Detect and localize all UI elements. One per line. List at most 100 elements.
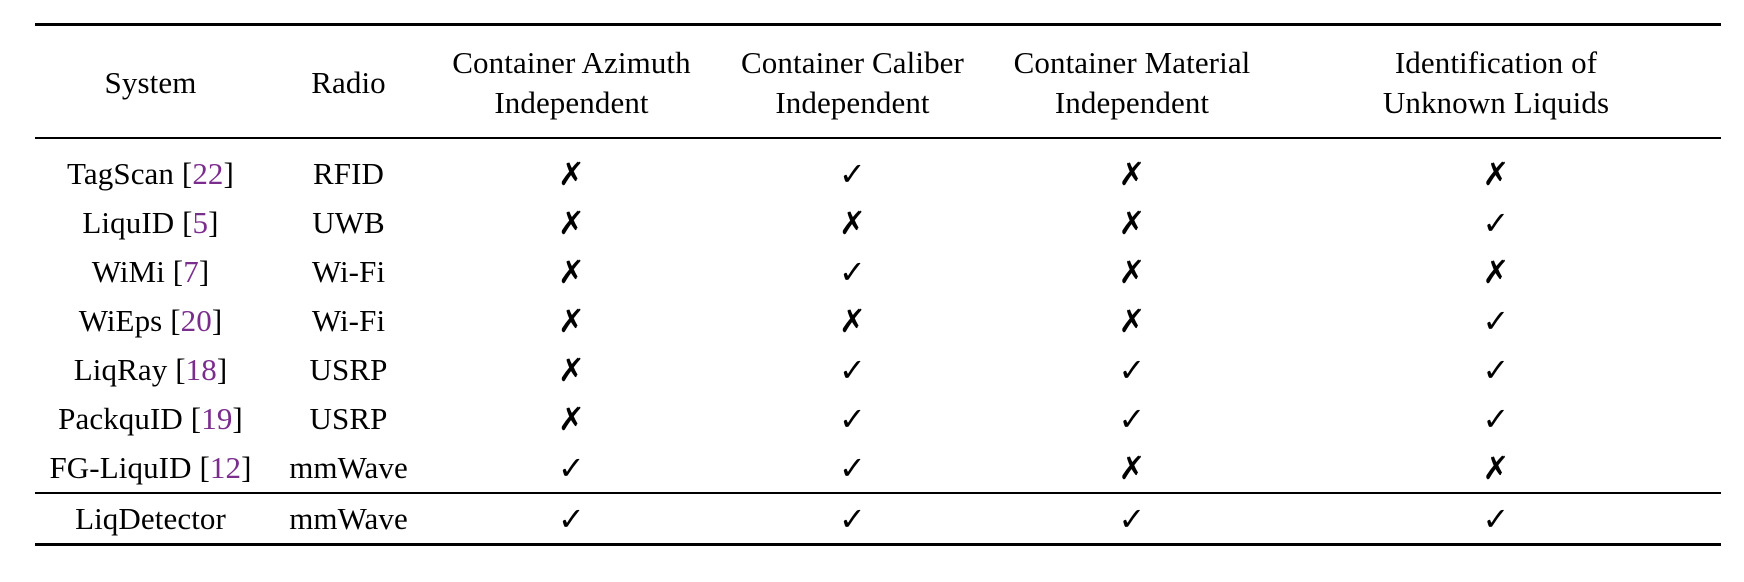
check-icon: ✓ <box>839 155 866 194</box>
citation-number: 18 <box>185 351 217 387</box>
check-icon: ✓ <box>839 253 866 292</box>
check-icon: ✓ <box>839 351 866 390</box>
cell-radio: Wi-Fi <box>311 253 386 289</box>
system-comparison-table: System Radio Container Azimuth Independe… <box>35 22 1721 546</box>
cell-unknown: ✓ <box>1271 296 1721 345</box>
table-row: WiEps [20] Wi-Fi ✗ ✗ ✗ ✓ <box>35 296 1721 345</box>
citation-link[interactable]: [22] <box>181 155 234 191</box>
cross-icon: ✗ <box>1118 302 1146 341</box>
cell-system: FG-LiquID [12] <box>35 443 266 493</box>
table-body: TagScan [22]RFID✗✓✗✗LiquID [5]UWB✗✗✗✓WiM… <box>35 136 1721 546</box>
system-name: WiEps <box>78 302 163 338</box>
citation-number: 7 <box>183 253 199 289</box>
check-icon: ✓ <box>839 449 866 488</box>
cell-radio: Wi-Fi <box>311 302 386 338</box>
cell-material: ✗ <box>993 198 1271 247</box>
cell-azimuth: ✗ <box>431 247 712 296</box>
cell-unknown: ✗ <box>1271 247 1721 296</box>
cell-radio: mmWave <box>266 491 431 546</box>
column-header-container-caliber-independent: Container Caliber Independent <box>712 22 993 138</box>
citation-link[interactable]: [20] <box>170 302 223 338</box>
cell-system: LiquID [5] <box>35 198 266 247</box>
column-header-caliber-line2: Independent <box>775 85 930 121</box>
check-icon: ✓ <box>1118 400 1146 439</box>
cross-icon: ✗ <box>558 302 585 341</box>
cross-icon: ✗ <box>558 253 585 292</box>
cell-radio: mmWave <box>289 449 408 485</box>
column-header-system-line1: System <box>104 65 197 101</box>
citation-link[interactable]: [18] <box>175 351 228 387</box>
citation-link[interactable]: [19] <box>190 400 243 436</box>
cell-material: ✗ <box>993 136 1271 198</box>
citation-link[interactable]: [5] <box>182 204 219 240</box>
table-row: FG-LiquID [12]mmWave✓✓✗✗ <box>35 443 1721 493</box>
column-header-system: System <box>35 22 266 138</box>
system-name: WiMi <box>91 253 165 289</box>
system-name: PackquID <box>58 400 183 436</box>
cross-icon: ✗ <box>1482 155 1510 194</box>
column-header-material-line1: Container Material <box>1013 45 1251 80</box>
cell-azimuth: ✗ <box>431 345 712 394</box>
cell-material: ✓ <box>993 345 1271 394</box>
check-icon: ✓ <box>1482 400 1510 439</box>
check-icon: ✓ <box>839 400 866 439</box>
cell-system: PackquID [19] <box>35 394 266 443</box>
cross-icon: ✗ <box>1118 253 1146 292</box>
cell-caliber: ✓ <box>712 136 993 198</box>
cell-caliber: ✗ <box>712 198 993 247</box>
system-name: TagScan <box>67 155 175 191</box>
system-name: LiqDetector <box>75 500 226 536</box>
cell-system: LiqRay [18] <box>35 345 266 394</box>
cell-material: ✓ <box>993 394 1271 443</box>
citation-link[interactable]: [7] <box>172 253 210 289</box>
cross-icon: ✗ <box>839 302 866 341</box>
cell-azimuth: ✗ <box>431 198 712 247</box>
table-row: LiquID [5]UWB✗✗✗✓ <box>35 198 1721 247</box>
citation-number: 19 <box>201 400 233 436</box>
citation-number: 22 <box>192 155 224 191</box>
comparison-table-container: System Radio Container Azimuth Independe… <box>35 22 1721 546</box>
cell-radio: USRP <box>309 351 388 387</box>
check-icon: ✓ <box>1482 302 1510 341</box>
column-header-container-material-independent: Container Material Independent <box>993 22 1271 138</box>
cell-azimuth: ✓ <box>431 443 712 493</box>
cell-azimuth: ✗ <box>431 136 712 198</box>
citation-number: 20 <box>180 302 212 338</box>
table-row: PackquID [19] USRP ✗ ✓ ✓ ✓ <box>35 394 1721 443</box>
cell-azimuth: ✗ <box>431 394 712 443</box>
table-header-row: System Radio Container Azimuth Independe… <box>35 22 1721 138</box>
check-icon: ✓ <box>1482 204 1510 243</box>
cell-caliber: ✓ <box>712 345 993 394</box>
cell-radio: USRP <box>309 400 388 436</box>
cell-radio: RFID <box>266 136 431 198</box>
check-icon: ✓ <box>1118 351 1146 390</box>
citation-number: 5 <box>192 204 209 240</box>
column-header-unknown-line1: Identification of <box>1394 45 1598 80</box>
cell-unknown: ✗ <box>1271 443 1721 493</box>
cell-caliber: ✓ <box>712 394 993 443</box>
citation-link[interactable]: [12] <box>199 449 252 485</box>
cell-azimuth: ✗ <box>431 296 712 345</box>
check-icon: ✓ <box>558 449 585 488</box>
cross-icon: ✗ <box>558 400 585 439</box>
cross-icon: ✗ <box>1118 155 1146 194</box>
cell-unknown: ✓ <box>1271 491 1721 546</box>
cell-unknown: ✓ <box>1271 394 1721 443</box>
column-header-unknown-line2: Unknown Liquids <box>1382 85 1610 121</box>
cross-icon: ✗ <box>1482 253 1510 292</box>
column-header-azimuth-line1: Container Azimuth <box>452 45 691 80</box>
column-header-identification-of-unknown-liquids: Identification of Unknown Liquids <box>1271 22 1721 138</box>
cell-material: ✓ <box>993 491 1271 546</box>
citation-number: 12 <box>209 449 242 485</box>
table-header: System Radio Container Azimuth Independe… <box>35 22 1721 138</box>
system-name: LiqRay <box>73 351 168 387</box>
cell-system: LiqDetector <box>35 491 266 546</box>
cross-icon: ✗ <box>1118 204 1146 243</box>
cross-icon: ✗ <box>558 204 585 243</box>
cross-icon: ✗ <box>1482 449 1510 488</box>
cell-system: WiMi [7] <box>35 247 266 296</box>
cross-icon: ✗ <box>839 204 866 243</box>
column-header-caliber-line1: Container Caliber <box>741 45 964 80</box>
cell-caliber: ✗ <box>712 296 993 345</box>
